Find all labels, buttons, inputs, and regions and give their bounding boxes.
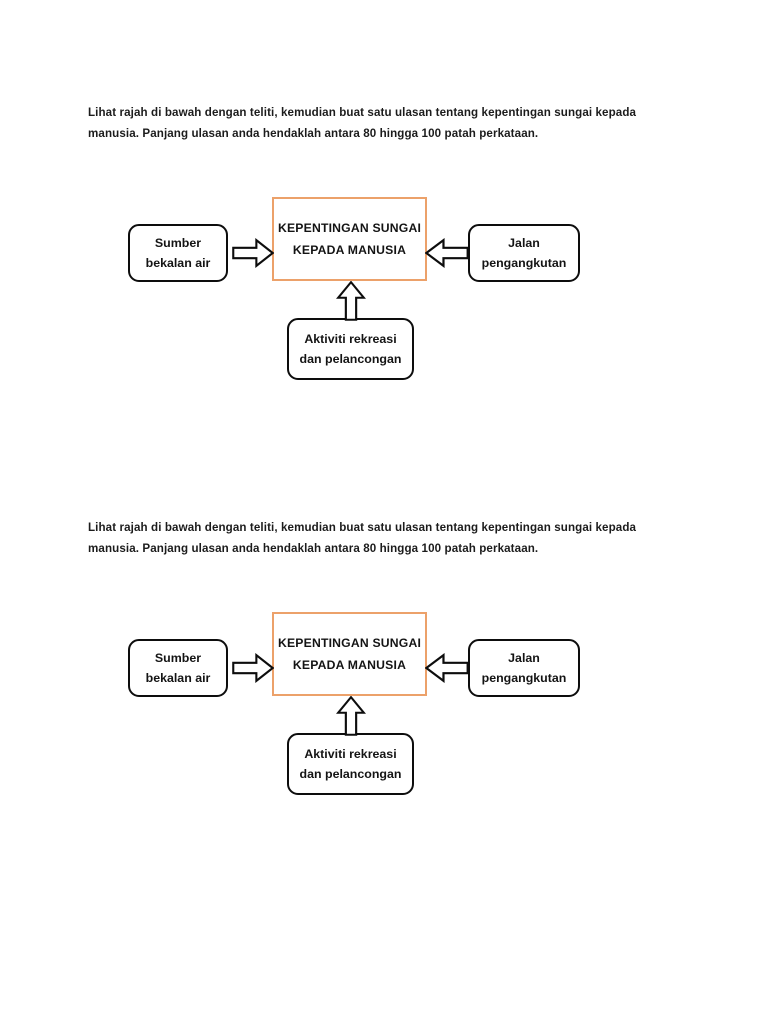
- node-label-line-1: Aktiviti rekreasi: [304, 332, 397, 346]
- arrow-left-icon: [425, 653, 469, 683]
- node-label-line-1: KEPENTINGAN SUNGAI: [277, 221, 422, 235]
- node-jalan-pengangkutan-2: Jalan pengangkutan: [468, 639, 580, 697]
- node-label-line-2: KEPADA MANUSIA: [292, 658, 407, 672]
- node-label-line-1: Sumber: [154, 236, 202, 250]
- node-kepentingan-sungai-1: KEPENTINGAN SUNGAI KEPADA MANUSIA: [272, 197, 427, 281]
- instruction-line-1: Lihat rajah di bawah dengan teliti, kemu…: [88, 520, 637, 534]
- node-label-line-2: pengangkutan: [481, 256, 567, 270]
- node-sumber-bekalan-air-1: Sumber bekalan air: [128, 224, 228, 282]
- instruction-line-1: Lihat rajah di bawah dengan teliti, kemu…: [88, 105, 637, 119]
- arrow-right-icon: [232, 653, 274, 683]
- node-label-line-1: Jalan: [508, 236, 540, 250]
- node-label-line-1: Sumber: [154, 651, 202, 665]
- node-aktiviti-rekreasi-1: Aktiviti rekreasi dan pelancongan: [287, 318, 414, 380]
- node-label-line-2: pengangkutan: [481, 671, 567, 685]
- node-label-line-2: bekalan air: [145, 256, 211, 270]
- instruction-paragraph-2: Lihat rajah di bawah dengan teliti, kemu…: [88, 517, 680, 559]
- node-label-line-2: bekalan air: [145, 671, 211, 685]
- instruction-paragraph-1: Lihat rajah di bawah dengan teliti, kemu…: [88, 102, 680, 144]
- node-label-line-2: KEPADA MANUSIA: [292, 243, 407, 257]
- node-label-line-1: Aktiviti rekreasi: [304, 747, 397, 761]
- node-label-line-2: dan pelancongan: [299, 767, 402, 781]
- concept-diagram-2: Sumber bekalan air KEPENTINGAN SUNGAI KE…: [0, 603, 768, 818]
- concept-diagram-1: Sumber bekalan air KEPENTINGAN SUNGAI KE…: [0, 188, 768, 403]
- arrow-left-icon: [425, 238, 469, 268]
- node-sumber-bekalan-air-2: Sumber bekalan air: [128, 639, 228, 697]
- arrow-up-icon: [336, 696, 366, 736]
- arrow-right-icon: [232, 238, 274, 268]
- node-label-line-1: KEPENTINGAN SUNGAI: [277, 636, 422, 650]
- arrow-up-icon: [336, 281, 366, 321]
- node-jalan-pengangkutan-1: Jalan pengangkutan: [468, 224, 580, 282]
- instruction-line-2: manusia. Panjang ulasan anda hendaklah a…: [88, 541, 539, 555]
- node-label-line-1: Jalan: [508, 651, 540, 665]
- instruction-line-2: manusia. Panjang ulasan anda hendaklah a…: [88, 126, 539, 140]
- node-aktiviti-rekreasi-2: Aktiviti rekreasi dan pelancongan: [287, 733, 414, 795]
- node-label-line-2: dan pelancongan: [299, 352, 402, 366]
- node-kepentingan-sungai-2: KEPENTINGAN SUNGAI KEPADA MANUSIA: [272, 612, 427, 696]
